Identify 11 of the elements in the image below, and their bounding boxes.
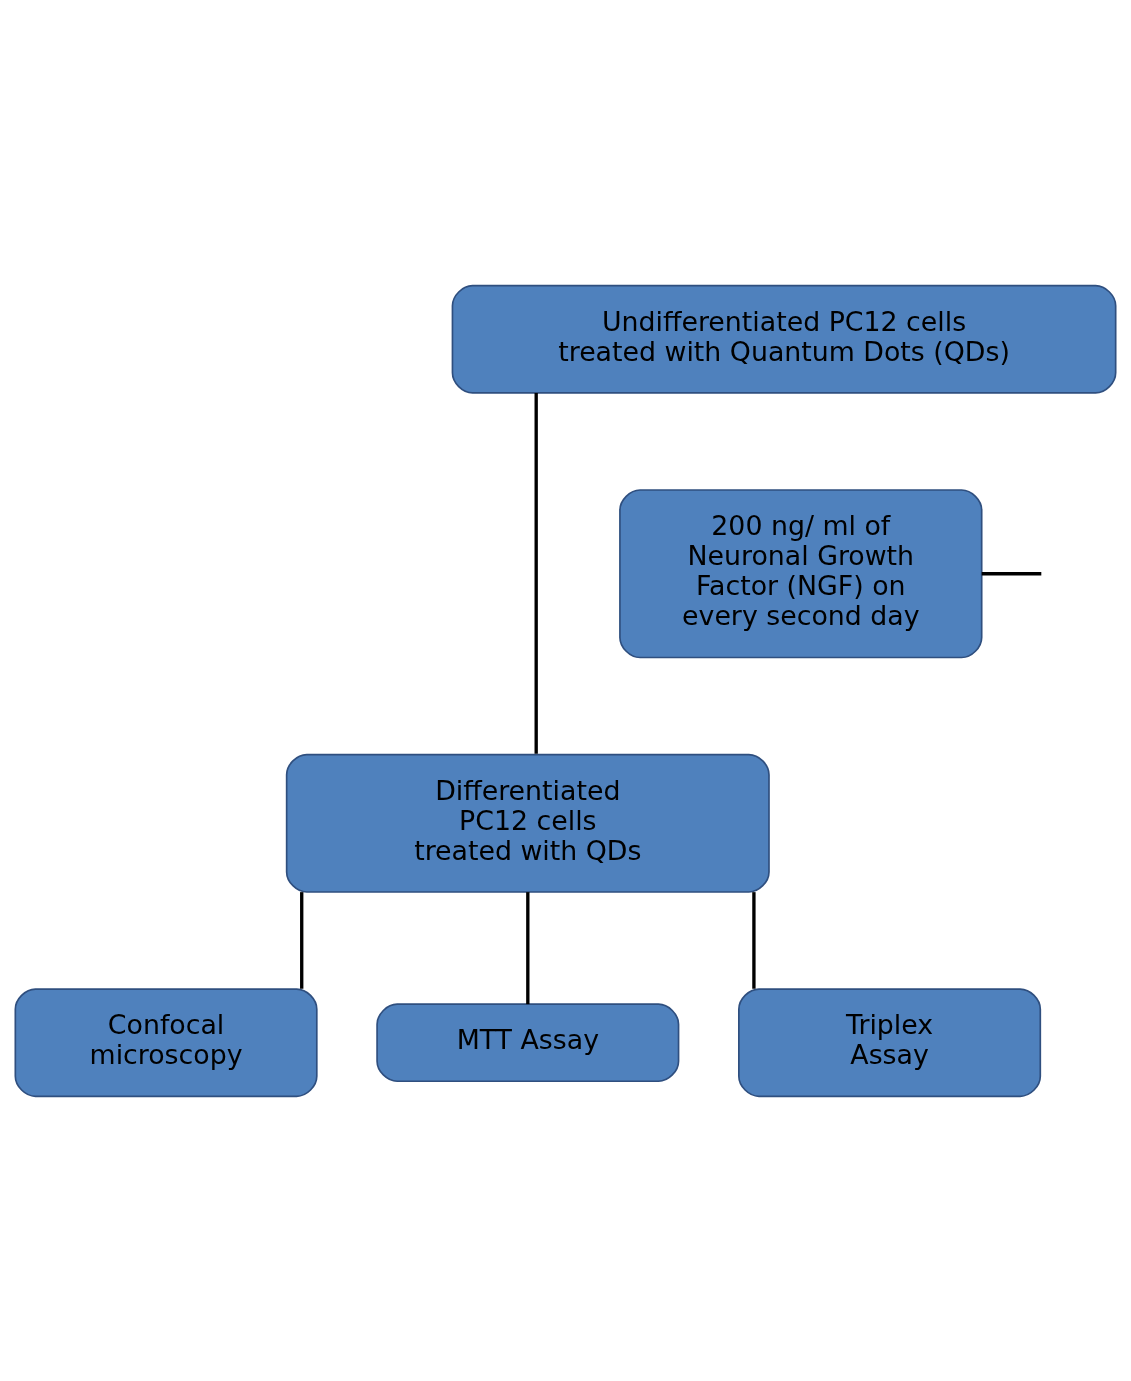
connector: [526, 891, 530, 1004]
node-box: 200 ng/ ml of Neuronal Growth Factor (NGF) on every second day: [619, 488, 983, 658]
node-box: MTT Assay: [376, 1002, 680, 1082]
node-box: Differentiated PC12 cells treated with QDs: [285, 753, 770, 893]
connector: [300, 891, 304, 989]
connector: [752, 891, 756, 989]
node-box: Triplex Assay: [738, 987, 1042, 1097]
connector: [534, 392, 538, 754]
node-box: Confocal microscopy: [14, 987, 318, 1097]
connector: [981, 571, 1042, 575]
node-box: Undifferentiated PC12 cells treated with Quantum Dots (QDs): [451, 284, 1117, 394]
